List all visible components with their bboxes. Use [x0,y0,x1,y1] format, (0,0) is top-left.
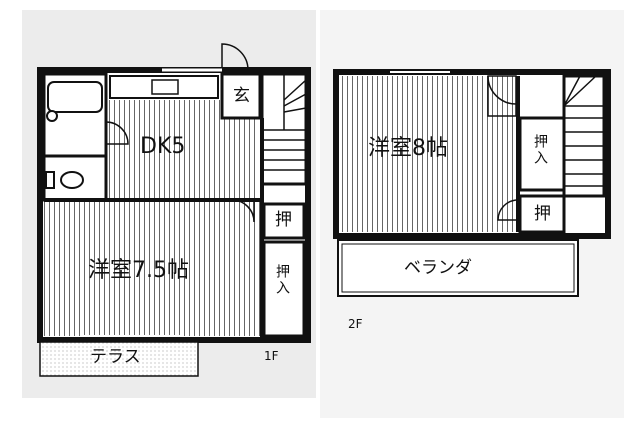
room-label-closet-upper-2f: 押入 [532,134,548,166]
bath-door [105,121,129,145]
closet-door-2f [497,199,519,221]
closet-lower-1f [262,240,306,338]
floor-plan-2f-drawing [333,69,611,297]
closet-lower-2f [518,194,566,234]
room-door [231,199,255,223]
room-label-western-1f: 洋室7.5帖 [88,258,189,283]
room-label-closet-lower-2f: 押 [534,204,551,224]
sink [46,110,58,122]
balcony-inner [341,243,575,293]
room-label-terrace: テラス [90,347,141,367]
floor-plan-2f: 洋室8帖 押入 押 ベランダ 2F [320,10,624,418]
closet-upper-2f [518,116,566,192]
stair-steps-2f [563,75,604,187]
floor-label-2f: 2F [348,317,363,331]
western-room-2f-floor [340,76,516,232]
balcony-area [337,239,579,297]
room-label-balcony: ベランダ [404,258,472,278]
floor-plan-1f: DK5 洋室7.5帖 玄 押 押入 テラス 1F [22,10,316,398]
room-label-closet-upper-1f: 押 [275,210,292,230]
room-label-western-2f: 洋室8帖 [368,136,448,161]
terrace-area [39,341,199,377]
entrance-area [220,72,262,120]
front-door [221,43,249,71]
room-label-entrance: 玄 [233,86,250,106]
toilet-tank [45,171,55,189]
floor-label-1f: 1F [264,349,279,363]
bathtub [47,81,103,113]
stair-steps-1f [262,74,307,171]
kitchen-sink [151,79,179,95]
room-label-dk: DK5 [140,134,186,159]
western-room-floor [44,202,260,336]
closet-upper-1f [262,202,306,240]
toilet [60,171,84,189]
floor-plan-1f-drawing [37,43,311,377]
stairs-2f [562,74,606,198]
room-label-closet-lower-1f: 押入 [274,264,290,296]
